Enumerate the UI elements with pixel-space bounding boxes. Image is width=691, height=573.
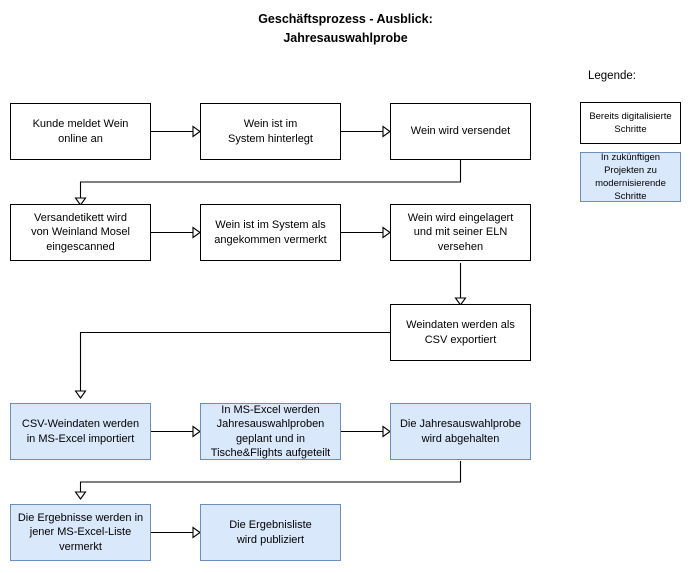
process-node-csv-exportiert[interactable]: Weindaten werden als CSV exportiert [390,304,531,361]
legend-item-zu-modernisieren: In zukünftigen Projekten zu modernisiere… [580,152,681,202]
edge-n4-n5 [151,226,201,239]
edge-n10-n11 [74,461,462,500]
legend-heading: Legende: [588,70,636,82]
legend-item-digitalisiert: Bereits digitalisierte Schritte [580,102,681,144]
process-node-proben-geplant[interactable]: In MS-Excel werden Jahresauswahlproben g… [200,403,341,460]
process-node-angekommen-vermerkt[interactable]: Wein ist im System als angekommen vermer… [200,204,341,261]
edge-n7-n8 [74,331,390,399]
process-node-wein-im-system[interactable]: Wein ist im System hinterlegt [200,103,341,160]
process-node-probe-abgehalten[interactable]: Die Jahresauswahlprobe wird abgehalten [390,403,531,460]
edge-n11-n12 [151,526,201,539]
edge-n3-n4 [74,160,462,206]
edge-n8-n9 [151,425,201,438]
process-node-wein-versendet[interactable]: Wein wird versendet [390,103,531,160]
edge-n2-n3 [341,125,391,138]
edge-n9-n10 [341,425,391,438]
process-node-wein-eingelagert-eln[interactable]: Wein wird eingelagert und mit seiner ELN… [390,204,531,261]
process-node-ergebnisse-vermerkt[interactable]: Die Ergebnisse werden in jener MS-Excel-… [10,504,151,561]
page-title: Geschäftsprozess - Ausblick: Jahresauswa… [258,12,433,45]
process-node-csv-importiert[interactable]: CSV-Weindaten werden in MS-Excel importi… [10,403,151,460]
edge-n6-n7 [454,263,467,306]
process-node-ergebnisliste-publiziert[interactable]: Die Ergebnisliste wird publiziert [200,504,341,561]
edge-n5-n6 [341,226,391,239]
process-node-kunde-meldet-wein[interactable]: Kunde meldet Wein online an [10,103,151,160]
edge-n1-n2 [151,125,201,138]
process-node-versandetikett-eingescanned[interactable]: Versandetikett wird von Weinland Mosel e… [10,204,151,261]
